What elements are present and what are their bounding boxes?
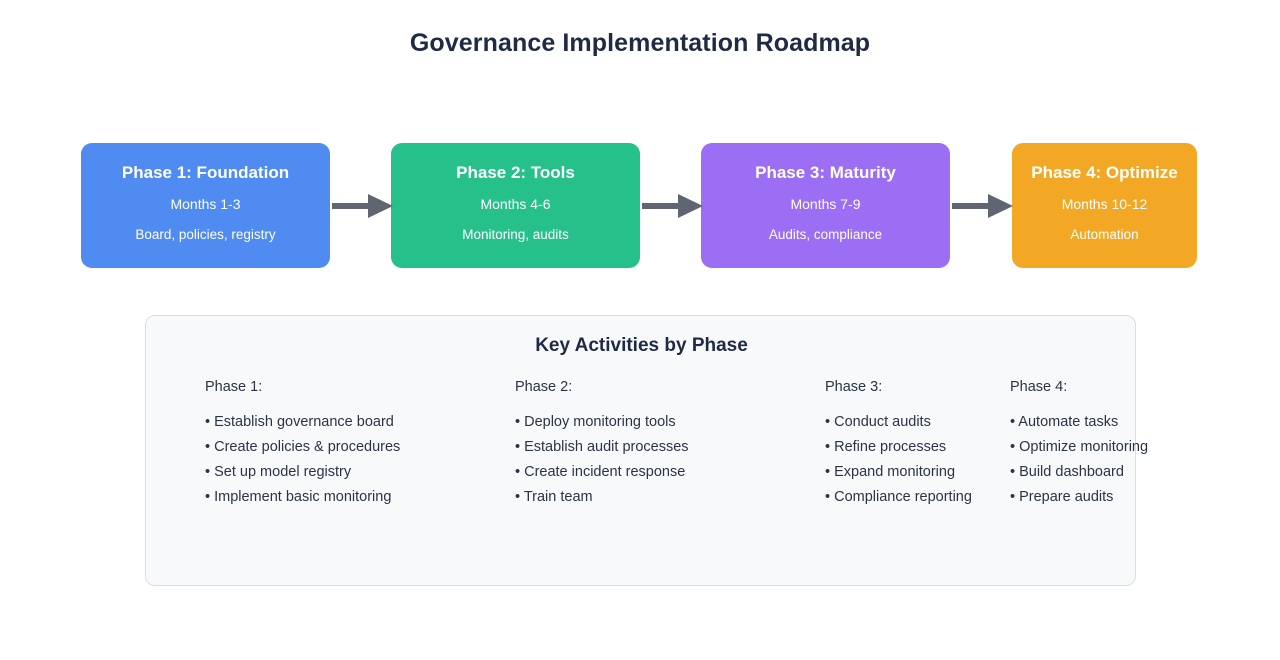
arrow-shaft	[642, 203, 684, 209]
arrow-phase1-to-phase2-icon	[332, 194, 393, 218]
activities-column-1-header: Phase 1:	[205, 379, 263, 395]
phase-box-1[interactable]: Phase 1: Foundation Months 1-3 Board, po…	[81, 143, 330, 268]
phase-box-2-desc: Monitoring, audits	[462, 227, 569, 242]
arrow-shaft	[952, 203, 994, 209]
list-item: • Implement basic monitoring	[205, 489, 392, 505]
arrow-head	[368, 194, 393, 218]
arrow-phase2-to-phase3-icon	[642, 194, 703, 218]
list-item: • Build dashboard	[1010, 464, 1124, 480]
list-item: • Create policies & procedures	[205, 439, 401, 455]
list-item: • Expand monitoring	[825, 464, 956, 480]
phase-box-3-title: Phase 3: Maturity	[755, 163, 896, 182]
list-item: • Train team	[515, 489, 593, 505]
list-item: • Automate tasks	[1010, 414, 1119, 430]
activities-column-4-header: Phase 4:	[1010, 379, 1068, 395]
list-item: • Prepare audits	[1010, 489, 1114, 505]
activities-column-phase-4: Phase 4: • Automate tasks • Optimize mon…	[1010, 378, 1148, 510]
key-activities-heading: Key Activities by Phase	[535, 335, 748, 356]
activities-column-phase-3: Phase 3: • Conduct audits • Refine proce…	[825, 378, 972, 510]
arrow-head	[988, 194, 1013, 218]
phase-box-4-desc: Automation	[1070, 227, 1139, 242]
activities-column-3-header: Phase 3:	[825, 379, 883, 395]
phase-box-3[interactable]: Phase 3: Maturity Months 7-9 Audits, com…	[701, 143, 950, 268]
phase-box-4-months: Months 10-12	[1061, 196, 1148, 212]
list-item: • Refine processes	[825, 439, 947, 455]
arrow-phase3-to-phase4-icon	[952, 194, 1013, 218]
list-item: • Establish governance board	[205, 414, 394, 430]
list-item: • Establish audit processes	[515, 439, 689, 455]
list-item: • Optimize monitoring	[1010, 439, 1149, 455]
phase-box-4-title: Phase 4: Optimize	[1031, 163, 1178, 182]
phase-box-2-title: Phase 2: Tools	[456, 163, 575, 182]
list-item: • Deploy monitoring tools	[515, 414, 676, 430]
list-item: • Create incident response	[515, 464, 686, 480]
phase-box-1-desc: Board, policies, registry	[135, 227, 276, 242]
key-activities-panel: Key Activities by Phase Phase 1: • Estab…	[145, 315, 1148, 587]
list-item: • Conduct audits	[825, 414, 931, 430]
list-item: • Compliance reporting	[825, 489, 972, 505]
phase-boxes-row: Phase 1: Foundation Months 1-3 Board, po…	[0, 143, 1280, 268]
phase-box-3-months: Months 7-9	[790, 196, 861, 212]
phase-box-1-title: Phase 1: Foundation	[121, 163, 290, 182]
list-item: • Set up model registry	[205, 464, 352, 480]
phase-box-3-desc: Audits, compliance	[768, 227, 883, 242]
activities-column-2-header: Phase 2:	[515, 379, 573, 395]
arrow-head	[678, 194, 703, 218]
phase-box-1-months: Months 1-3	[170, 196, 241, 212]
phase-box-2[interactable]: Phase 2: Tools Months 4-6 Monitoring, au…	[391, 143, 640, 268]
activities-columns: Phase 1: • Establish governance board • …	[146, 316, 1148, 587]
activities-column-phase-1: Phase 1: • Establish governance board • …	[205, 378, 400, 510]
activities-column-phase-2: Phase 2: • Deploy monitoring tools • Est…	[515, 378, 689, 510]
arrow-shaft	[332, 203, 374, 209]
phase-box-2-months: Months 4-6	[480, 196, 551, 212]
page-title: Governance Implementation Roadmap	[409, 29, 871, 57]
phase-box-4[interactable]: Phase 4: Optimize Months 10-12 Automatio…	[1012, 143, 1197, 268]
